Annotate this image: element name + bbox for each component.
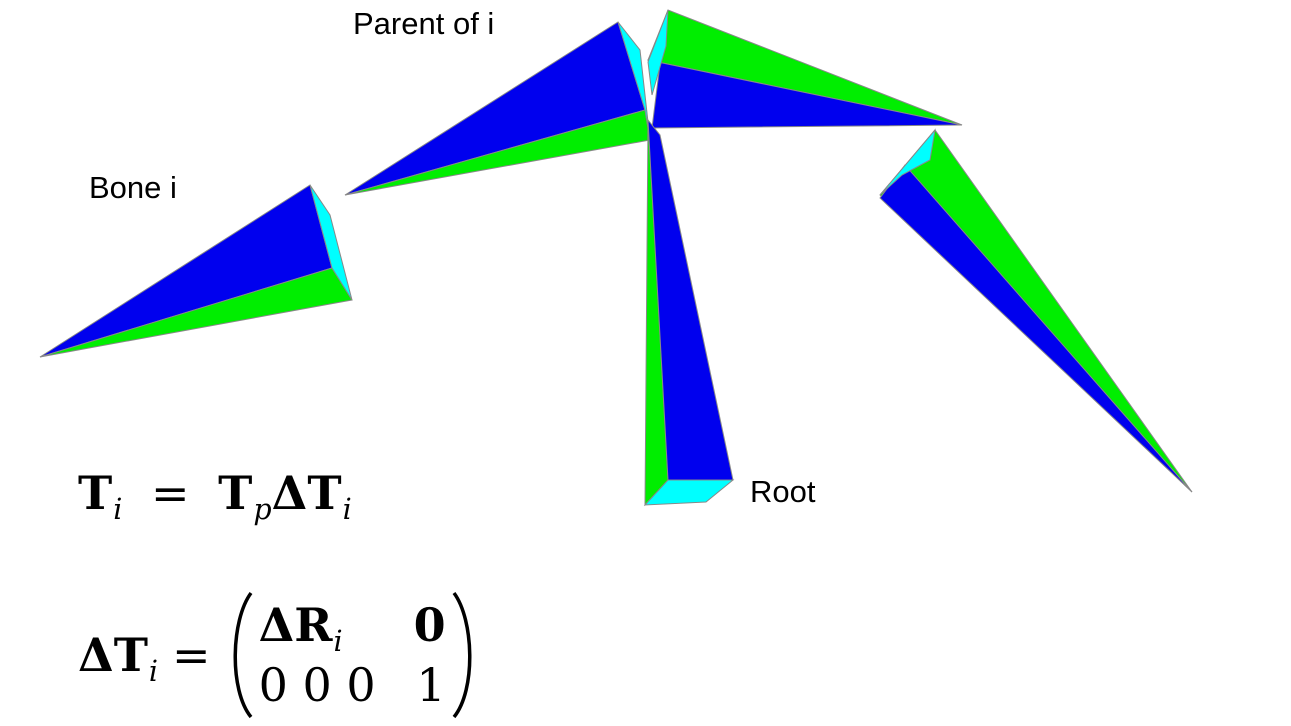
- label-bone-i: Bone i: [89, 170, 177, 205]
- matrix-cell-rotation: ΔRi: [258, 598, 343, 658]
- parent-bone-shape: [344, 21, 651, 196]
- eq2-lhs-symbol: ΔT: [78, 628, 148, 682]
- eq2-equals: =: [172, 628, 211, 682]
- upper-right-bone-shape: [646, 9, 963, 129]
- matrix-cell-zero-vector: 0: [413, 598, 446, 652]
- left-paren-icon: [233, 591, 253, 719]
- eq1-delta-subscript: i: [342, 492, 352, 526]
- matrix-cell-zero-row: 0 0 0: [258, 658, 376, 712]
- label-root: Root: [750, 474, 816, 509]
- root-bone-shape: [643, 118, 735, 507]
- right-bone-shape: [879, 128, 1193, 493]
- label-parent-of-i: Parent of i: [353, 6, 495, 41]
- eq1-parent-subscript: p: [253, 492, 272, 526]
- right-paren-icon: [452, 591, 472, 719]
- eq1-lhs-symbol: T: [78, 466, 113, 520]
- bone-i-shape: [39, 184, 353, 358]
- eq1-lhs-subscript: i: [113, 492, 123, 526]
- equation-delta-transform-matrix: ΔTi = ΔRi 0 0 0 0 1: [78, 590, 480, 720]
- eq2-lhs-subscript: i: [148, 654, 159, 688]
- eq1-parent-symbol: T: [218, 466, 253, 520]
- matrix-cell-one: 1: [416, 658, 446, 712]
- transform-matrix: ΔRi 0 0 0 0 1: [225, 590, 480, 720]
- equation-transform-composition: Ti = TpΔTi: [78, 470, 352, 524]
- eq1-delta-symbol: ΔT: [271, 466, 342, 520]
- eq1-equals: =: [150, 466, 190, 520]
